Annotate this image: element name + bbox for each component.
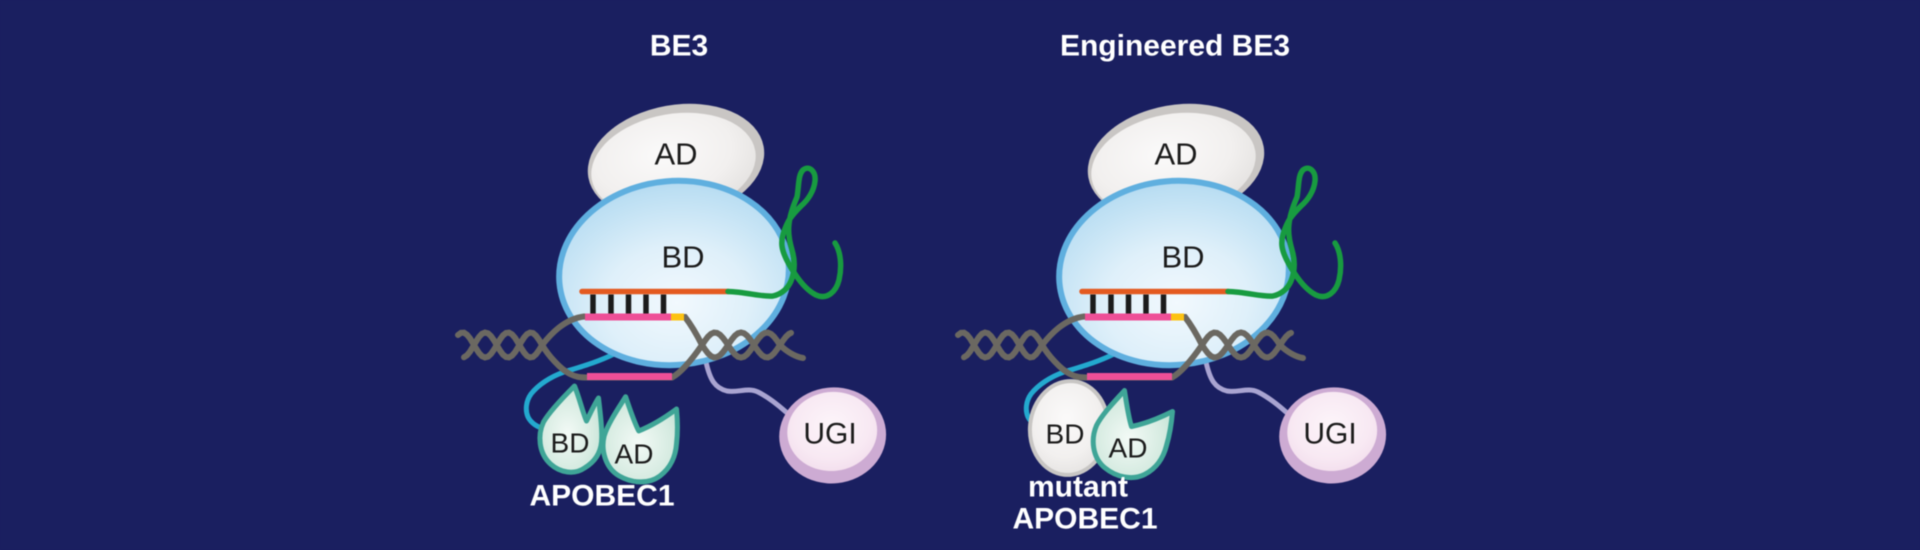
svg-text:BD: BD [1046, 419, 1085, 450]
svg-text:APOBEC1: APOBEC1 [529, 480, 674, 513]
svg-text:AD: AD [1109, 433, 1148, 464]
svg-text:APOBEC1: APOBEC1 [1012, 503, 1157, 536]
svg-text:BE3: BE3 [650, 30, 708, 63]
svg-text:AD: AD [615, 439, 654, 470]
svg-text:mutant: mutant [1028, 471, 1128, 504]
svg-text:BD: BD [551, 428, 590, 459]
svg-text:Engineered BE3: Engineered BE3 [1060, 30, 1290, 63]
